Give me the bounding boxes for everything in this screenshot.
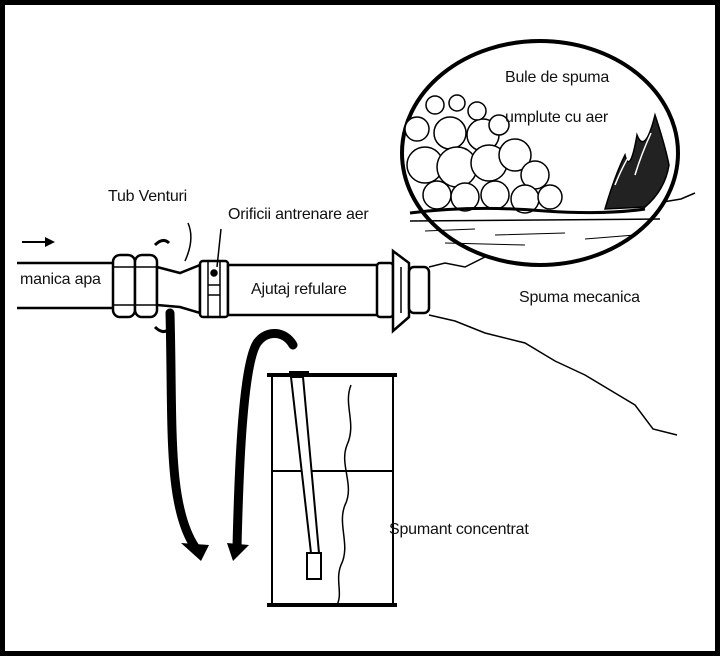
label-spuma-mecanica: Spuma mecanica: [519, 289, 640, 306]
water-hose: [17, 261, 115, 310]
pickup-tube: [165, 308, 298, 561]
suction-tube: [289, 376, 322, 580]
label-spumant: Spumant concentrat: [389, 521, 529, 538]
foam-concentrate-container: [267, 371, 397, 607]
label-pointers: [184, 222, 222, 268]
flow-arrow-icon: [22, 237, 55, 247]
label-bule-1: Bule de spuma: [505, 69, 610, 86]
discharge-nozzle: [226, 248, 431, 334]
flame-icon: [603, 112, 670, 210]
label-ajutaj: Ajutaj refulare: [251, 281, 347, 298]
foam-nozzle-diagram: [17, 39, 696, 607]
label-tub-venturi: Tub Venturi: [108, 188, 188, 205]
bubble-inset: [400, 39, 680, 267]
label-bule-2: umplute cu aer: [505, 109, 609, 126]
diagram-frame: Tub Venturi Orificii antrenare aer manic…: [5, 5, 715, 651]
air-inlet-ring: [198, 259, 230, 319]
hose-coupling: [111, 253, 159, 319]
label-orificii: Orificii antrenare aer: [228, 206, 369, 223]
label-manica-apa: manica apa: [20, 271, 101, 288]
venturi-tube: [155, 263, 202, 315]
